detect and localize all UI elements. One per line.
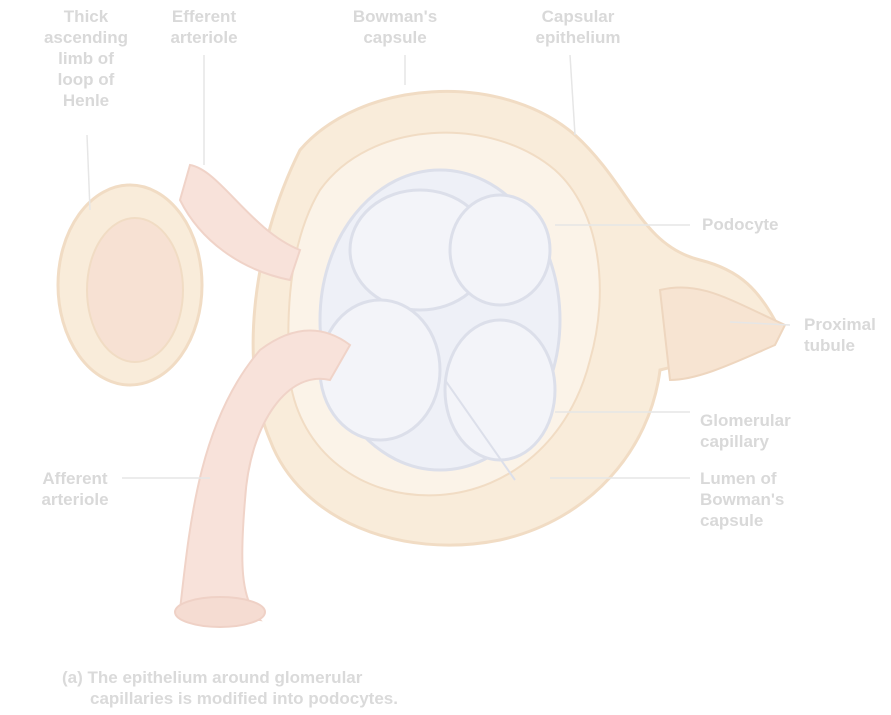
label-line: Lumen of: [700, 468, 784, 489]
ascending-limb-section: [58, 185, 202, 385]
caption-line-2: capillaries is modified into podocytes.: [62, 688, 398, 709]
label-line: Bowman's: [340, 6, 450, 27]
label-thick-ascending-limb: Thick ascending limb of loop of Henle: [28, 6, 144, 111]
label-line: arteriole: [30, 489, 120, 510]
figure-caption: (a) The epithelium around glomerular cap…: [62, 667, 398, 709]
label-lumen-of-bowmans-capsule: Lumen of Bowman's capsule: [700, 468, 784, 531]
label-efferent-arteriole: Efferent arteriole: [154, 6, 254, 48]
glomerulus: [320, 170, 560, 480]
label-line: Efferent: [154, 6, 254, 27]
label-proximal-tubule: Proximal tubule: [804, 314, 876, 356]
label-line: Henle: [28, 90, 144, 111]
label-line: capillary: [700, 431, 791, 452]
proximal-tubule-shape: [660, 287, 785, 380]
label-glomerular-capillary: Glomerular capillary: [700, 410, 791, 452]
label-line: ascending: [28, 27, 144, 48]
label-line: capsule: [340, 27, 450, 48]
label-line: Thick: [28, 6, 144, 27]
label-line: capsule: [700, 510, 784, 531]
label-line: Capsular: [518, 6, 638, 27]
label-line: Bowman's: [700, 489, 784, 510]
label-line: limb of: [28, 48, 144, 69]
label-line: epithelium: [518, 27, 638, 48]
caption-line-1: (a) The epithelium around glomerular: [62, 667, 398, 688]
label-line: Podocyte: [702, 214, 779, 235]
label-line: arteriole: [154, 27, 254, 48]
label-bowmans-capsule: Bowman's capsule: [340, 6, 450, 48]
label-afferent-arteriole: Afferent arteriole: [30, 468, 120, 510]
label-line: Proximal: [804, 314, 876, 335]
label-line: loop of: [28, 69, 144, 90]
label-podocyte: Podocyte: [702, 214, 779, 235]
afferent-opening: [175, 597, 265, 627]
label-capsular-epithelium: Capsular epithelium: [518, 6, 638, 48]
label-line: Glomerular: [700, 410, 791, 431]
label-line: tubule: [804, 335, 876, 356]
label-line: Afferent: [30, 468, 120, 489]
